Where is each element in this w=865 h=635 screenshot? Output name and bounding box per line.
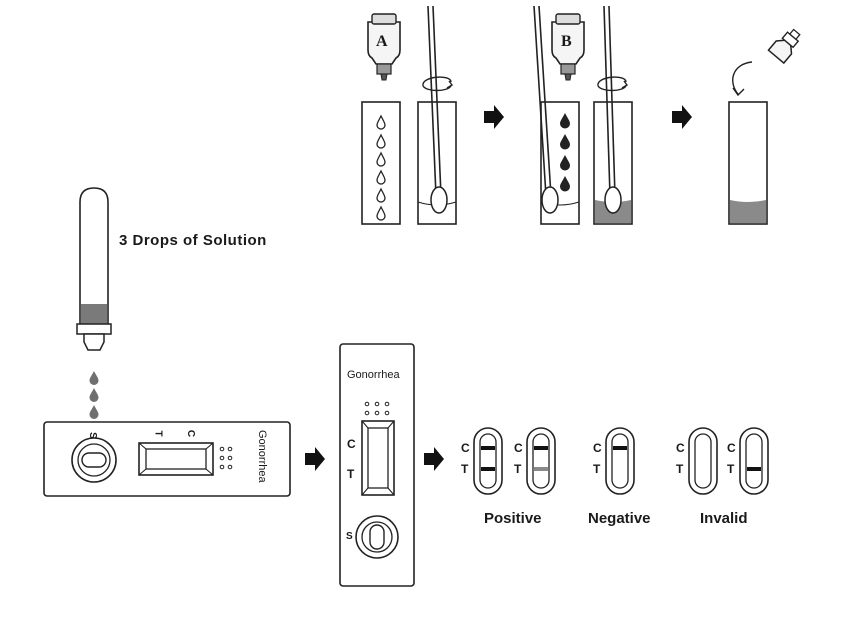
result-invalid-label: Invalid xyxy=(700,510,748,527)
result-positive-label: Positive xyxy=(484,510,542,527)
strip1-c-label: C xyxy=(461,441,470,455)
result-strip-negative xyxy=(605,427,635,495)
step-1-bottle-a xyxy=(367,13,401,81)
v-cassette-c-label: C xyxy=(347,437,356,451)
h-cassette-sample-label: S xyxy=(86,432,98,439)
step-1-swab-tube xyxy=(417,5,457,225)
strip2-c-label: C xyxy=(514,441,523,455)
v-cassette-brand: Gonorrhea xyxy=(347,369,400,381)
h-cassette-c-label: C xyxy=(185,429,197,438)
v-cassette-t-label: T xyxy=(347,467,355,481)
step-3-tube xyxy=(728,101,768,225)
strip2-t-label: T xyxy=(514,462,522,476)
strip5-t-label: T xyxy=(727,462,735,476)
strip4-t-label: T xyxy=(676,462,684,476)
cassette-horizontal xyxy=(43,421,291,497)
result-strip-invalid-1 xyxy=(688,427,718,495)
cassette-vertical xyxy=(339,343,415,587)
dropper-tube xyxy=(76,187,112,419)
result-strip-positive-2 xyxy=(526,427,556,495)
result-negative-label: Negative xyxy=(588,510,651,527)
step-1-tube xyxy=(361,101,401,225)
arrow-icon-top-2 xyxy=(672,105,692,129)
strip1-t-label: T xyxy=(461,462,469,476)
step-2-tube xyxy=(533,5,580,225)
arrow-icon-mid-2 xyxy=(424,447,444,471)
bottle-a-label: A xyxy=(376,33,388,50)
strip3-t-label: T xyxy=(593,462,601,476)
strip4-c-label: C xyxy=(676,441,685,455)
result-strip-positive-1 xyxy=(473,427,503,495)
step-2-swab-tube xyxy=(593,5,633,225)
arrow-icon-top-1 xyxy=(484,105,504,129)
drops-instruction: 3 Drops of Solution xyxy=(119,232,267,249)
h-cassette-t-label: T xyxy=(152,430,164,437)
strip3-c-label: C xyxy=(593,441,602,455)
result-strip-invalid-2 xyxy=(739,427,769,495)
curved-arrow-icon xyxy=(732,61,753,97)
step-2-bottle-b xyxy=(551,13,585,81)
v-cassette-s-label: S xyxy=(346,531,353,542)
strip5-c-label: C xyxy=(727,441,736,455)
arrow-icon-mid-1 xyxy=(305,447,325,471)
h-cassette-brand: Gonorrhea xyxy=(256,430,268,483)
bottle-b-label: B xyxy=(561,33,572,50)
dropper-cap-icon xyxy=(767,28,801,65)
